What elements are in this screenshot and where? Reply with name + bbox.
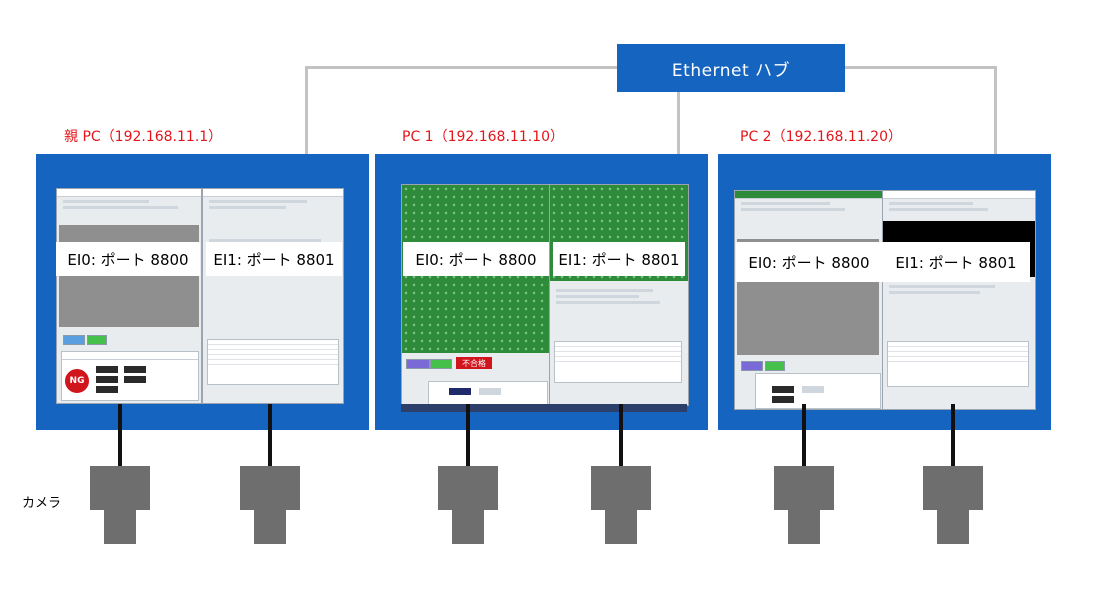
camera-icon xyxy=(923,466,983,544)
hub-connector-drop-middle xyxy=(677,92,680,156)
result-window xyxy=(428,381,548,405)
ei1-port-label: EI1: ポート 8801 xyxy=(206,242,342,276)
screen-window-ei0 xyxy=(734,190,884,410)
fail-text: 不合格 xyxy=(462,358,486,368)
pc-panel-pc1: 不合格 EI0: ポート 8800 EI1: ポート 8801 xyxy=(375,154,708,430)
camera-label: カメラ xyxy=(22,496,62,511)
ng-text: NG xyxy=(69,376,85,386)
camera-cable xyxy=(802,404,806,466)
camera-icon xyxy=(240,466,300,544)
camera-cable xyxy=(466,404,470,466)
ei0-port-label: EI0: ポート 8800 xyxy=(403,242,549,276)
pc-label-parent: 親 PC（192.168.11.1） xyxy=(64,129,223,145)
taskbar xyxy=(401,404,687,412)
pc-panel-pc2: EI0: ポート 8800 EI1: ポート 8801 xyxy=(718,154,1051,430)
settings-table xyxy=(207,339,339,385)
settings-table xyxy=(887,341,1029,387)
ng-badge: NG xyxy=(63,367,91,395)
hub-connector-drop-left xyxy=(305,66,308,156)
hub-connector-top-left xyxy=(305,66,617,69)
camera-view xyxy=(59,225,199,327)
camera-cable xyxy=(951,404,955,466)
screen-window-ei1 xyxy=(202,188,344,404)
ethernet-hub: Ethernet ハブ xyxy=(617,44,845,92)
screen-window-ei1 xyxy=(882,190,1036,410)
result-window xyxy=(755,373,881,409)
hub-connector-drop-right xyxy=(994,66,997,156)
camera-icon xyxy=(774,466,834,544)
hub-connector-top-right xyxy=(845,66,996,69)
pc-panel-parent: NG EI0: ポート 8800 EI1: ポート 8801 xyxy=(36,154,369,430)
hub-label: Ethernet ハブ xyxy=(671,60,791,81)
screen-window-ei0: NG xyxy=(56,188,202,404)
pc-label-pc2: PC 2（192.168.11.20） xyxy=(740,129,902,145)
camera-icon xyxy=(90,466,150,544)
settings-table xyxy=(554,341,682,383)
camera-icon xyxy=(591,466,651,544)
ei1-port-label: EI1: ポート 8801 xyxy=(882,242,1030,282)
pc-label-pc1: PC 1（192.168.11.10） xyxy=(402,129,564,145)
camera-icon xyxy=(438,466,498,544)
camera-cable xyxy=(118,404,122,466)
fail-button: 不合格 xyxy=(456,357,492,369)
screen-window-ei0: 不合格 xyxy=(401,184,551,406)
ei0-port-label: EI0: ポート 8800 xyxy=(56,242,200,276)
ei0-port-label: EI0: ポート 8800 xyxy=(736,242,882,282)
ei1-port-label: EI1: ポート 8801 xyxy=(553,242,685,276)
screen-window-ei1 xyxy=(549,184,689,406)
camera-cable xyxy=(619,404,623,466)
camera-cable xyxy=(268,404,272,466)
